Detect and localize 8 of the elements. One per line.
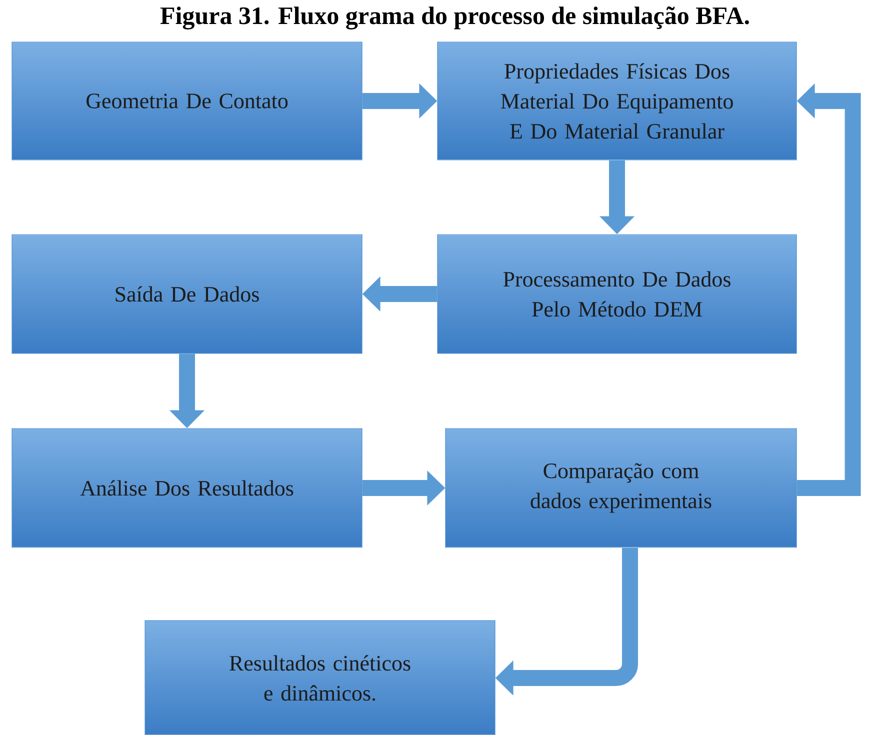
- process-box: Comparação com dados experimentais: [445, 428, 797, 548]
- process-box: Processamento De Dados Pelo Método DEM: [437, 234, 797, 354]
- process-box: Geometria De Contato: [12, 42, 362, 160]
- figure-title: Figura 31. Fluxo grama do processo de simulação BFA.: [160, 6, 749, 30]
- process-box: Resultados cinéticos e dinâmicos.: [144, 620, 496, 735]
- process-box: Propriedades Físicas Dos Material Do Equipamento E Do Material Granular: [437, 42, 797, 160]
- process-box: Análise Dos Resultados: [12, 428, 362, 548]
- process-box: Saída De Dados: [12, 234, 362, 354]
